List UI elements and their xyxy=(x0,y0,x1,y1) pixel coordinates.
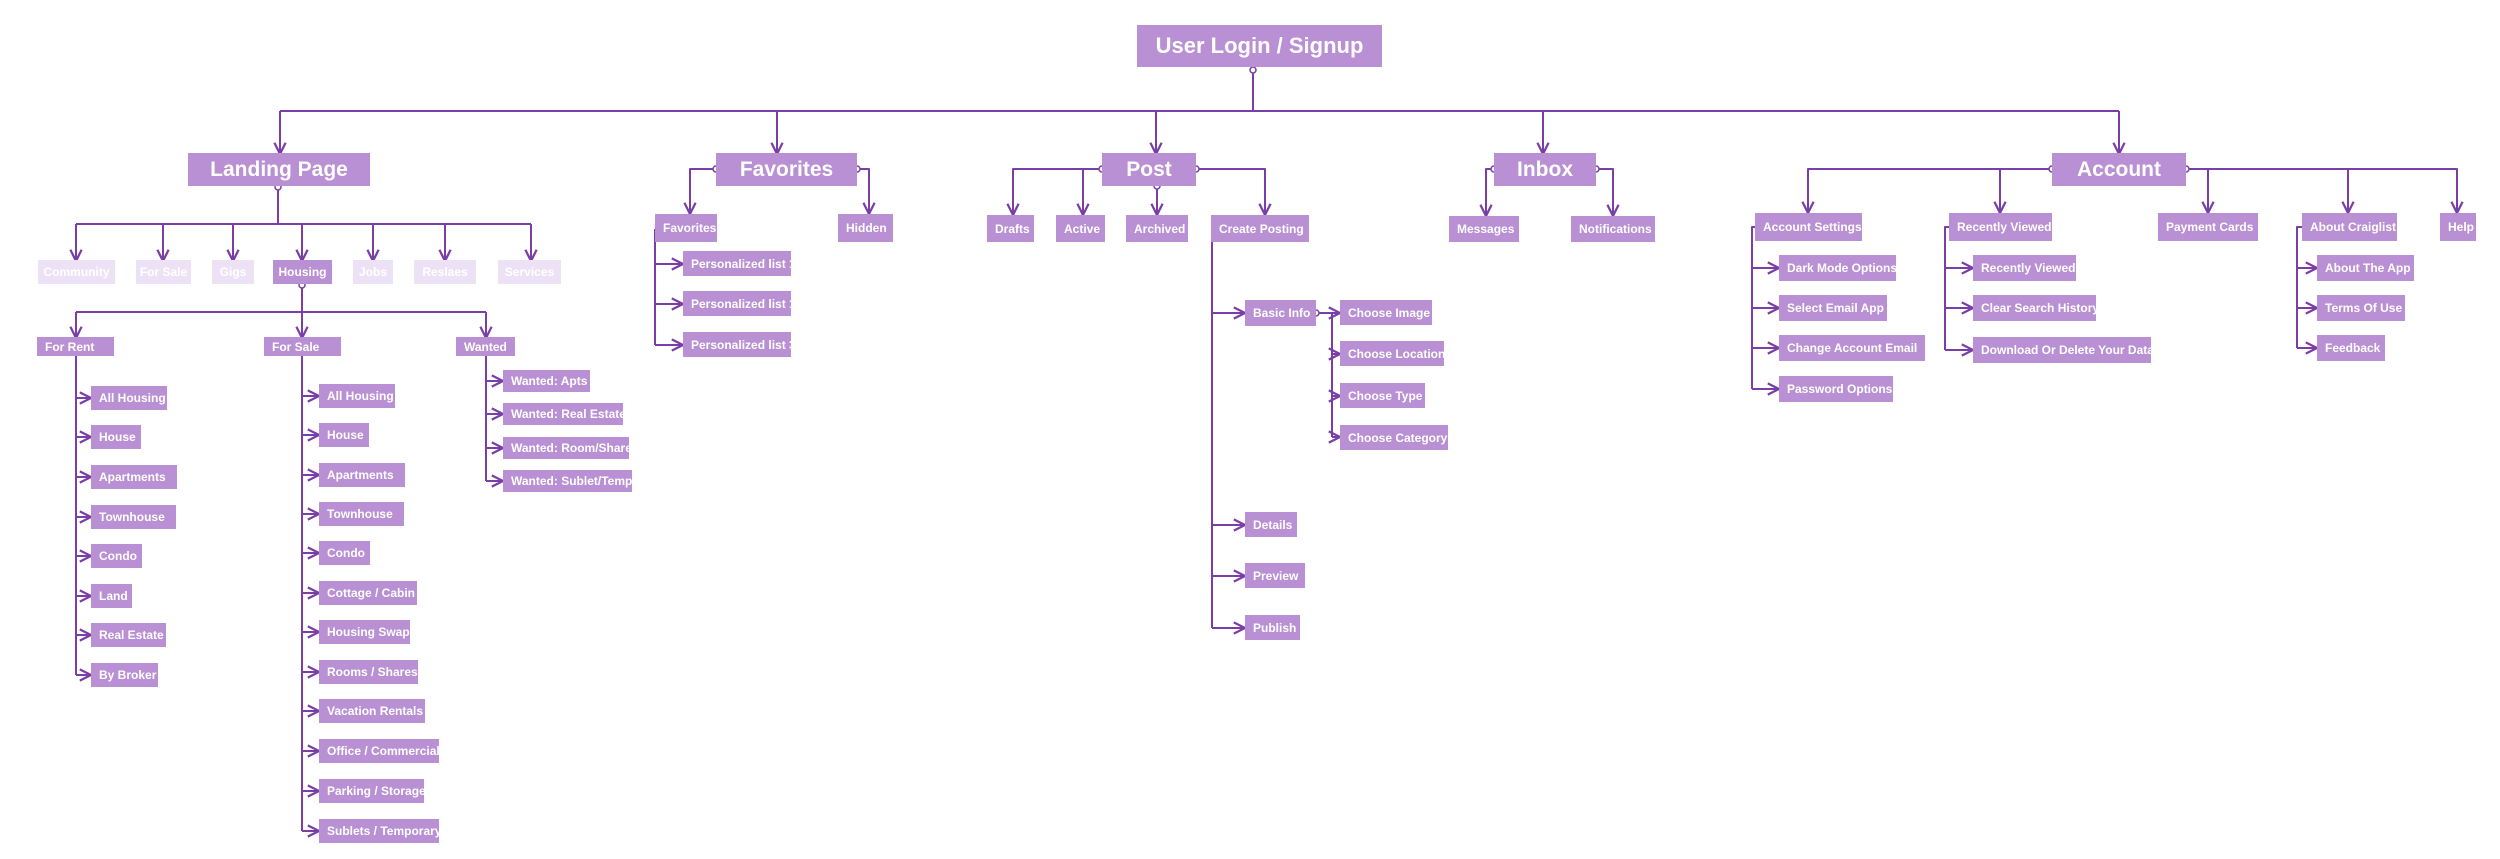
for-sale-item[interactable]: All Housing xyxy=(319,384,395,408)
for-sale-item[interactable]: Condo xyxy=(319,541,370,565)
node-recently-viewed[interactable]: Recently Viewed xyxy=(1949,213,2052,241)
wanted-item[interactable]: Wanted: Real Estate xyxy=(503,403,626,425)
for-rent-item[interactable]: Apartments xyxy=(91,465,177,489)
for-sale-item[interactable]: Housing Swap xyxy=(319,620,410,644)
wanted-item[interactable]: Wanted: Room/Share xyxy=(503,437,632,459)
post-step-preview[interactable]: Preview xyxy=(1245,563,1305,588)
node-active[interactable]: Active xyxy=(1056,215,1105,242)
for-sale-item[interactable]: House xyxy=(319,423,369,447)
favorites-personalized-list[interactable]: Personalized list 1 xyxy=(683,291,796,316)
node-for-rent[interactable]: For Rent xyxy=(37,337,114,356)
category-community[interactable]: Community xyxy=(38,260,115,284)
node-about-craiglist[interactable]: About Craiglist xyxy=(2302,213,2397,241)
account-settings-item[interactable]: Dark Mode Options xyxy=(1779,255,1897,281)
for-rent-item[interactable]: All Housing xyxy=(91,386,167,410)
account-settings-item[interactable]: Password Options xyxy=(1779,376,1893,402)
node-archived[interactable]: Archived xyxy=(1126,215,1188,242)
node-basic-info[interactable]: Basic Info xyxy=(1245,300,1316,326)
about-item[interactable]: Feedback xyxy=(2317,335,2385,361)
category-for-sale[interactable]: For Sale xyxy=(136,260,191,284)
for-rent-item[interactable]: House xyxy=(91,425,141,449)
for-sale-item[interactable]: Vacation Rentals xyxy=(319,699,425,723)
favorites-personalized-list[interactable]: Personalized list 1 xyxy=(683,251,796,276)
node-help[interactable]: Help xyxy=(2440,213,2476,241)
for-sale-item[interactable]: Parking / Storage xyxy=(319,779,426,803)
category-housing[interactable]: Housing xyxy=(273,260,332,284)
root-node-user-login-signup[interactable]: User Login / Signup xyxy=(1137,25,1382,67)
for-sale-item[interactable]: Townhouse xyxy=(319,502,404,526)
node-favorites[interactable]: Favorites xyxy=(716,153,857,186)
node-payment-cards[interactable]: Payment Cards xyxy=(2158,213,2258,241)
wanted-item[interactable]: Wanted: Apts xyxy=(503,370,590,392)
node-hidden[interactable]: Hidden xyxy=(838,214,893,242)
basic-info-item[interactable]: Choose Location xyxy=(1340,341,1445,366)
for-sale-item[interactable]: Cottage / Cabin xyxy=(319,581,417,605)
node-drafts[interactable]: Drafts xyxy=(987,215,1034,242)
node-account-settings[interactable]: Account Settings xyxy=(1755,213,1862,241)
account-settings-item[interactable]: Change Account Email xyxy=(1779,335,1925,361)
node-landing-page[interactable]: Landing Page xyxy=(188,153,370,186)
node-for-sale[interactable]: For Sale xyxy=(264,337,341,356)
recently-viewed-item[interactable]: Recently Viewed xyxy=(1973,255,2076,281)
for-sale-item[interactable]: Apartments xyxy=(319,463,405,487)
node-post[interactable]: Post xyxy=(1102,153,1196,186)
node-notifications[interactable]: Notifications xyxy=(1571,216,1655,242)
node-create-posting[interactable]: Create Posting xyxy=(1211,215,1309,242)
node-account[interactable]: Account xyxy=(2052,153,2186,186)
basic-info-item[interactable]: Choose Image xyxy=(1340,300,1432,325)
for-rent-item[interactable]: By Broker xyxy=(91,663,158,687)
category-services[interactable]: Services xyxy=(498,260,561,284)
node-favorites-list[interactable]: Favorites xyxy=(655,214,717,242)
node-inbox[interactable]: Inbox xyxy=(1494,153,1596,186)
recently-viewed-item[interactable]: Download Or Delete Your Data xyxy=(1973,337,2154,363)
for-rent-item[interactable]: Condo xyxy=(91,544,142,568)
for-sale-item[interactable]: Rooms / Shares xyxy=(319,660,418,684)
for-sale-item[interactable]: Sublets / Temporary xyxy=(319,819,441,843)
category-gigs[interactable]: Gigs xyxy=(212,260,254,284)
for-rent-item[interactable]: Land xyxy=(91,584,132,608)
category-jobs[interactable]: Jobs xyxy=(353,260,393,284)
account-settings-item[interactable]: Select Email App xyxy=(1779,295,1887,321)
node-messages[interactable]: Messages xyxy=(1449,216,1519,242)
favorites-personalized-list[interactable]: Personalized list 3 xyxy=(683,332,796,357)
about-item[interactable]: Terms Of Use xyxy=(2317,295,2405,321)
basic-info-item[interactable]: Choose Type xyxy=(1340,383,1425,408)
post-step-publish[interactable]: Publish xyxy=(1245,615,1300,640)
post-step-details[interactable]: Details xyxy=(1245,512,1297,537)
for-rent-item[interactable]: Townhouse xyxy=(91,505,176,529)
node-wanted[interactable]: Wanted xyxy=(456,337,515,356)
for-sale-item[interactable]: Office / Commercial xyxy=(319,739,440,763)
about-item[interactable]: About The App xyxy=(2317,255,2414,281)
recently-viewed-item[interactable]: Clear Search History xyxy=(1973,295,2099,321)
wanted-item[interactable]: Wanted: Sublet/Temp xyxy=(503,470,632,492)
for-rent-item[interactable]: Real Estate xyxy=(91,623,166,647)
basic-info-item[interactable]: Choose Category xyxy=(1340,425,1448,450)
category-resales[interactable]: Reslaes xyxy=(414,260,476,284)
